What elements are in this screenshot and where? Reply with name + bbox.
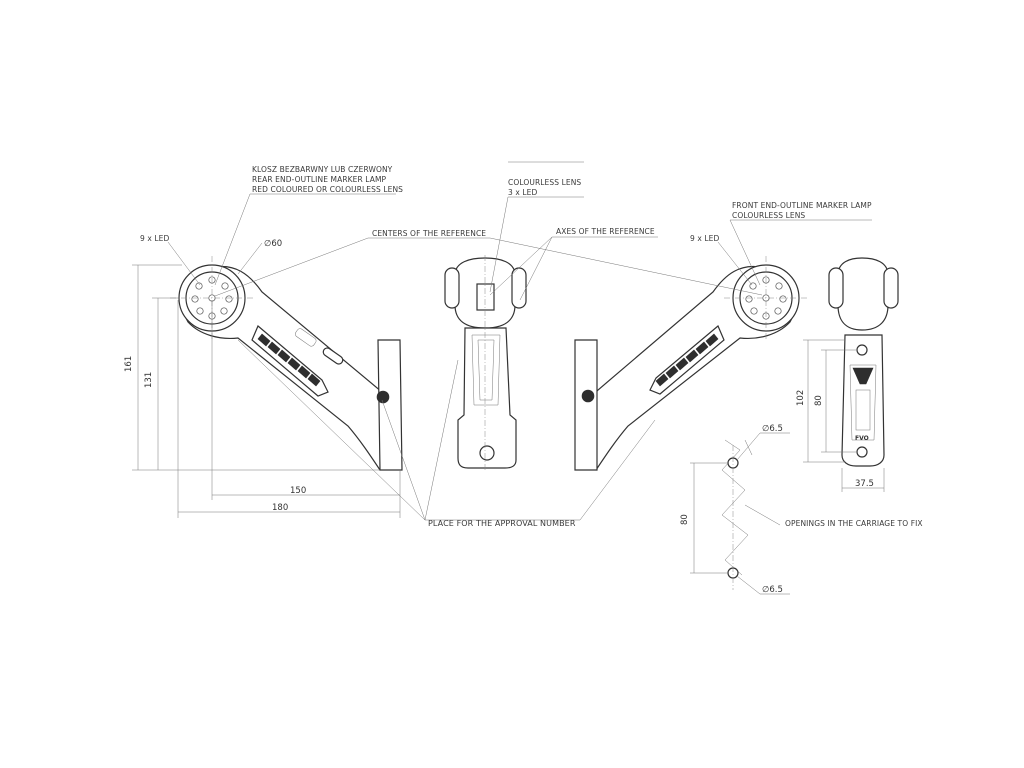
dim-161: 161 <box>124 356 134 372</box>
center-stem <box>457 327 517 469</box>
nine-led-right-label: 9 x LED <box>690 234 719 243</box>
center-mount-hole <box>479 445 495 461</box>
side-view: FVO <box>828 257 899 467</box>
rear-lamp-label-en1: REAR END-OUTLINE MARKER LAMP <box>252 175 387 184</box>
left-mount-foot <box>377 339 403 471</box>
side-top-hole <box>856 344 868 356</box>
right-lamp-view <box>574 256 808 471</box>
side-left-lens <box>828 267 844 309</box>
hole-top-label: ∅6.5 <box>762 424 783 434</box>
side-head <box>837 257 889 331</box>
side-brand-mark: FVO <box>855 435 869 442</box>
side-dimensions: 102 80 37.5 <box>796 339 885 492</box>
center-left-lens <box>444 267 460 309</box>
approval-label: PLACE FOR THE APPROVAL NUMBER <box>428 519 576 528</box>
dim-102: 102 <box>796 390 806 406</box>
callout-labels: KLOSZ BEZBARWNY LUB CZERWONY REAR END-OU… <box>140 165 872 528</box>
dim-180: 180 <box>272 503 288 513</box>
left-dimensions: 161 131 150 180 <box>124 264 401 518</box>
side-plate <box>841 334 885 467</box>
dim-80-side: 80 <box>814 395 824 406</box>
left-slot <box>322 347 344 365</box>
dim-80-holes: 80 <box>680 514 690 525</box>
right-mount-foot <box>574 339 598 471</box>
rear-lamp-label-pl: KLOSZ BEZBARWNY LUB CZERWONY <box>252 165 393 174</box>
left-label-plate <box>295 328 317 347</box>
center-led-window <box>476 283 495 311</box>
right-approval-mark <box>581 389 595 403</box>
nine-led-left-label: 9 x LED <box>140 234 169 243</box>
dim-150: 150 <box>290 486 306 496</box>
left-approval-mark <box>376 390 390 404</box>
leader-lines <box>167 161 872 521</box>
right-arm-grip <box>649 325 725 395</box>
front-lamp-label-en2: COLOURLESS LENS <box>732 211 805 220</box>
axes-label: AXES OF THE REFERENCE <box>556 227 655 236</box>
left-lamp-view <box>170 256 403 471</box>
centers-label: CENTERS OF THE REFERENCE <box>372 229 486 238</box>
right-grip-ribs <box>655 333 719 387</box>
openings-label: OPENINGS IN THE CARRIAGE TO FIX <box>785 519 923 528</box>
left-grip-ribs <box>257 333 321 387</box>
colourless-lens-label: COLOURLESS LENS <box>508 178 581 187</box>
three-led-label: 3 x LED <box>508 188 537 197</box>
side-bottom-hole <box>856 446 868 458</box>
diameter-60-label: ∅60 <box>264 239 282 249</box>
center-right-lens <box>511 267 527 309</box>
front-lamp-label-en1: FRONT END-OUTLINE MARKER LAMP <box>732 201 872 210</box>
side-right-lens <box>883 267 899 309</box>
dim-131: 131 <box>144 372 154 388</box>
dim-37-5: 37.5 <box>855 479 874 489</box>
rear-lamp-label-en2: RED COLOURED OR COLOURLESS LENS <box>252 185 403 194</box>
center-front-view <box>444 255 527 472</box>
hole-bottom-label: ∅6.5 <box>762 585 783 595</box>
hole-pattern: 80 ∅6.5 ∅6.5 OPENINGS IN THE CARRIAGE TO… <box>680 424 923 595</box>
